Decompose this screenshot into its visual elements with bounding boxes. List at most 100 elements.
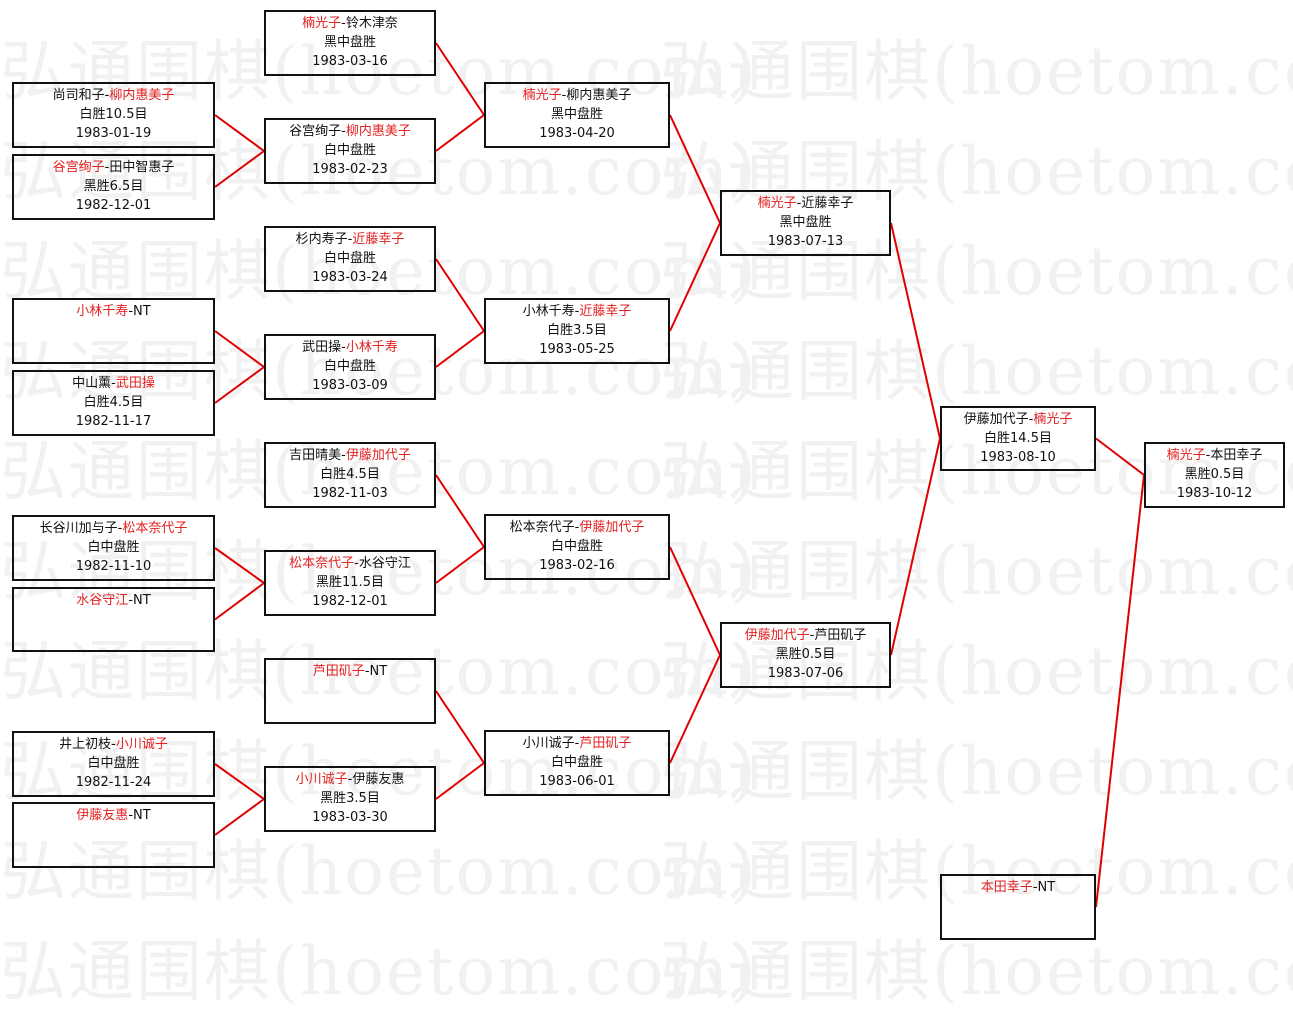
player-2: NT — [369, 664, 388, 679]
match-date: 1983-08-10 — [980, 450, 1056, 465]
vs-separator: - — [111, 737, 116, 752]
vs-separator: - — [341, 448, 346, 463]
vs-separator: - — [104, 160, 110, 175]
match-result: 白中盘胜 — [323, 251, 376, 266]
match-players: 杉内寿子-近藤幸子 — [266, 230, 434, 249]
vs-separator: - — [128, 808, 134, 823]
player-2: NT — [133, 304, 151, 319]
player-1: 武田操 — [302, 340, 342, 355]
match-date: 1982-11-17 — [75, 414, 152, 429]
player-1: 松本奈代子 — [509, 520, 575, 535]
match-result: 白胜10.5目 — [79, 107, 148, 122]
match-result: 白胜3.5目 — [547, 323, 607, 338]
vs-separator: - — [574, 304, 580, 319]
vs-separator: - — [128, 304, 134, 319]
vs-separator: - — [354, 556, 359, 571]
match-date: 1983-02-16 — [539, 558, 615, 573]
vs-separator: - — [809, 628, 815, 643]
vs-separator: - — [1028, 412, 1034, 427]
match-players: 小林千寿-NT — [14, 302, 213, 321]
match-players: 长谷川加与子-松本奈代子 — [14, 519, 213, 538]
match-players: 中山薰-武田操 — [14, 374, 213, 393]
connector-line — [669, 546, 721, 656]
match-result: 黑胜3.5目 — [320, 791, 380, 806]
player-2: 柳内惠美子 — [109, 88, 175, 103]
connector-line — [890, 222, 941, 439]
match-players: 伊藤加代子-楠光子 — [942, 410, 1094, 429]
match-date: 1983-02-23 — [312, 162, 388, 177]
match-box-r2-7: 芦田矶子-NT — [264, 658, 436, 724]
connector-line — [435, 114, 485, 152]
match-players: 小川诚子-芦田矶子 — [486, 734, 668, 753]
player-2: 近藤幸子 — [352, 232, 405, 247]
vs-separator: - — [341, 16, 346, 31]
player-2: 伊藤加代子 — [579, 520, 645, 535]
player-2: 柳内惠美子 — [345, 124, 411, 139]
player-2: 伊藤加代子 — [345, 448, 411, 463]
player-1: 楠光子 — [757, 196, 797, 211]
player-1: 楠光子 — [302, 16, 342, 31]
player-1: 伊藤友惠 — [76, 808, 129, 823]
player-1: 谷宫绚子 — [289, 124, 342, 139]
vs-separator: - — [1205, 448, 1211, 463]
match-date: 1983-07-13 — [767, 234, 844, 249]
connector-line — [435, 690, 485, 764]
player-2: 楠光子 — [1033, 412, 1073, 427]
vs-separator: - — [128, 593, 134, 608]
player-1: 小川诚子 — [522, 736, 575, 751]
connector-line — [214, 366, 265, 404]
match-box-r1-8: 伊藤友惠-NT — [12, 802, 215, 868]
match-result: 白胜14.5目 — [984, 431, 1052, 446]
player-2: 武田操 — [115, 376, 155, 391]
connector-line — [669, 654, 721, 764]
match-result: 白中盘胜 — [550, 755, 603, 770]
player-1: 杉内寿子 — [295, 232, 348, 247]
player-2: 柳内惠美子 — [566, 88, 632, 103]
vs-separator: - — [104, 88, 110, 103]
vs-separator: - — [341, 124, 346, 139]
match-players: 楠光子-本田幸子 — [1146, 446, 1283, 465]
connector-line — [1095, 474, 1145, 908]
match-players: 楠光子-柳内惠美子 — [486, 86, 668, 105]
match-date: 1983-06-01 — [539, 774, 615, 789]
connector-line — [435, 258, 485, 332]
match-players: 本田幸子-NT — [942, 878, 1094, 897]
match-date: 1982-12-01 — [75, 198, 152, 213]
match-result: 白胜4.5目 — [83, 395, 144, 410]
player-1: 楠光子 — [522, 88, 562, 103]
player-2: 芦田矶子 — [579, 736, 632, 751]
match-result: 白中盘胜 — [550, 539, 603, 554]
match-result: 白中盘胜 — [323, 359, 376, 374]
player-2: NT — [1037, 880, 1056, 895]
connector-line — [435, 42, 485, 116]
player-1: 芦田矶子 — [312, 664, 365, 679]
match-players: 芦田矶子-NT — [266, 662, 434, 681]
player-1: 伊藤加代子 — [744, 628, 810, 643]
vs-separator: - — [574, 520, 580, 535]
connector-line — [214, 150, 265, 188]
connector-line — [435, 546, 485, 584]
match-result: 黑中盘胜 — [323, 35, 376, 50]
match-players: 井上初枝-小川诚子 — [14, 735, 213, 754]
match-result: 白胜4.5目 — [320, 467, 380, 482]
connector-line — [1095, 437, 1145, 476]
match-players: 松本奈代子-伊藤加代子 — [486, 518, 668, 537]
match-players: 小川诚子-伊藤友惠 — [266, 770, 434, 789]
player-2: 小川诚子 — [115, 737, 168, 752]
match-players: 伊藤友惠-NT — [14, 806, 213, 825]
vs-separator: - — [796, 196, 802, 211]
match-box-r5-2: 本田幸子-NT — [940, 874, 1096, 940]
vs-separator: - — [117, 521, 123, 536]
player-1: 小川诚子 — [295, 772, 348, 787]
player-1: 松本奈代子 — [289, 556, 355, 571]
